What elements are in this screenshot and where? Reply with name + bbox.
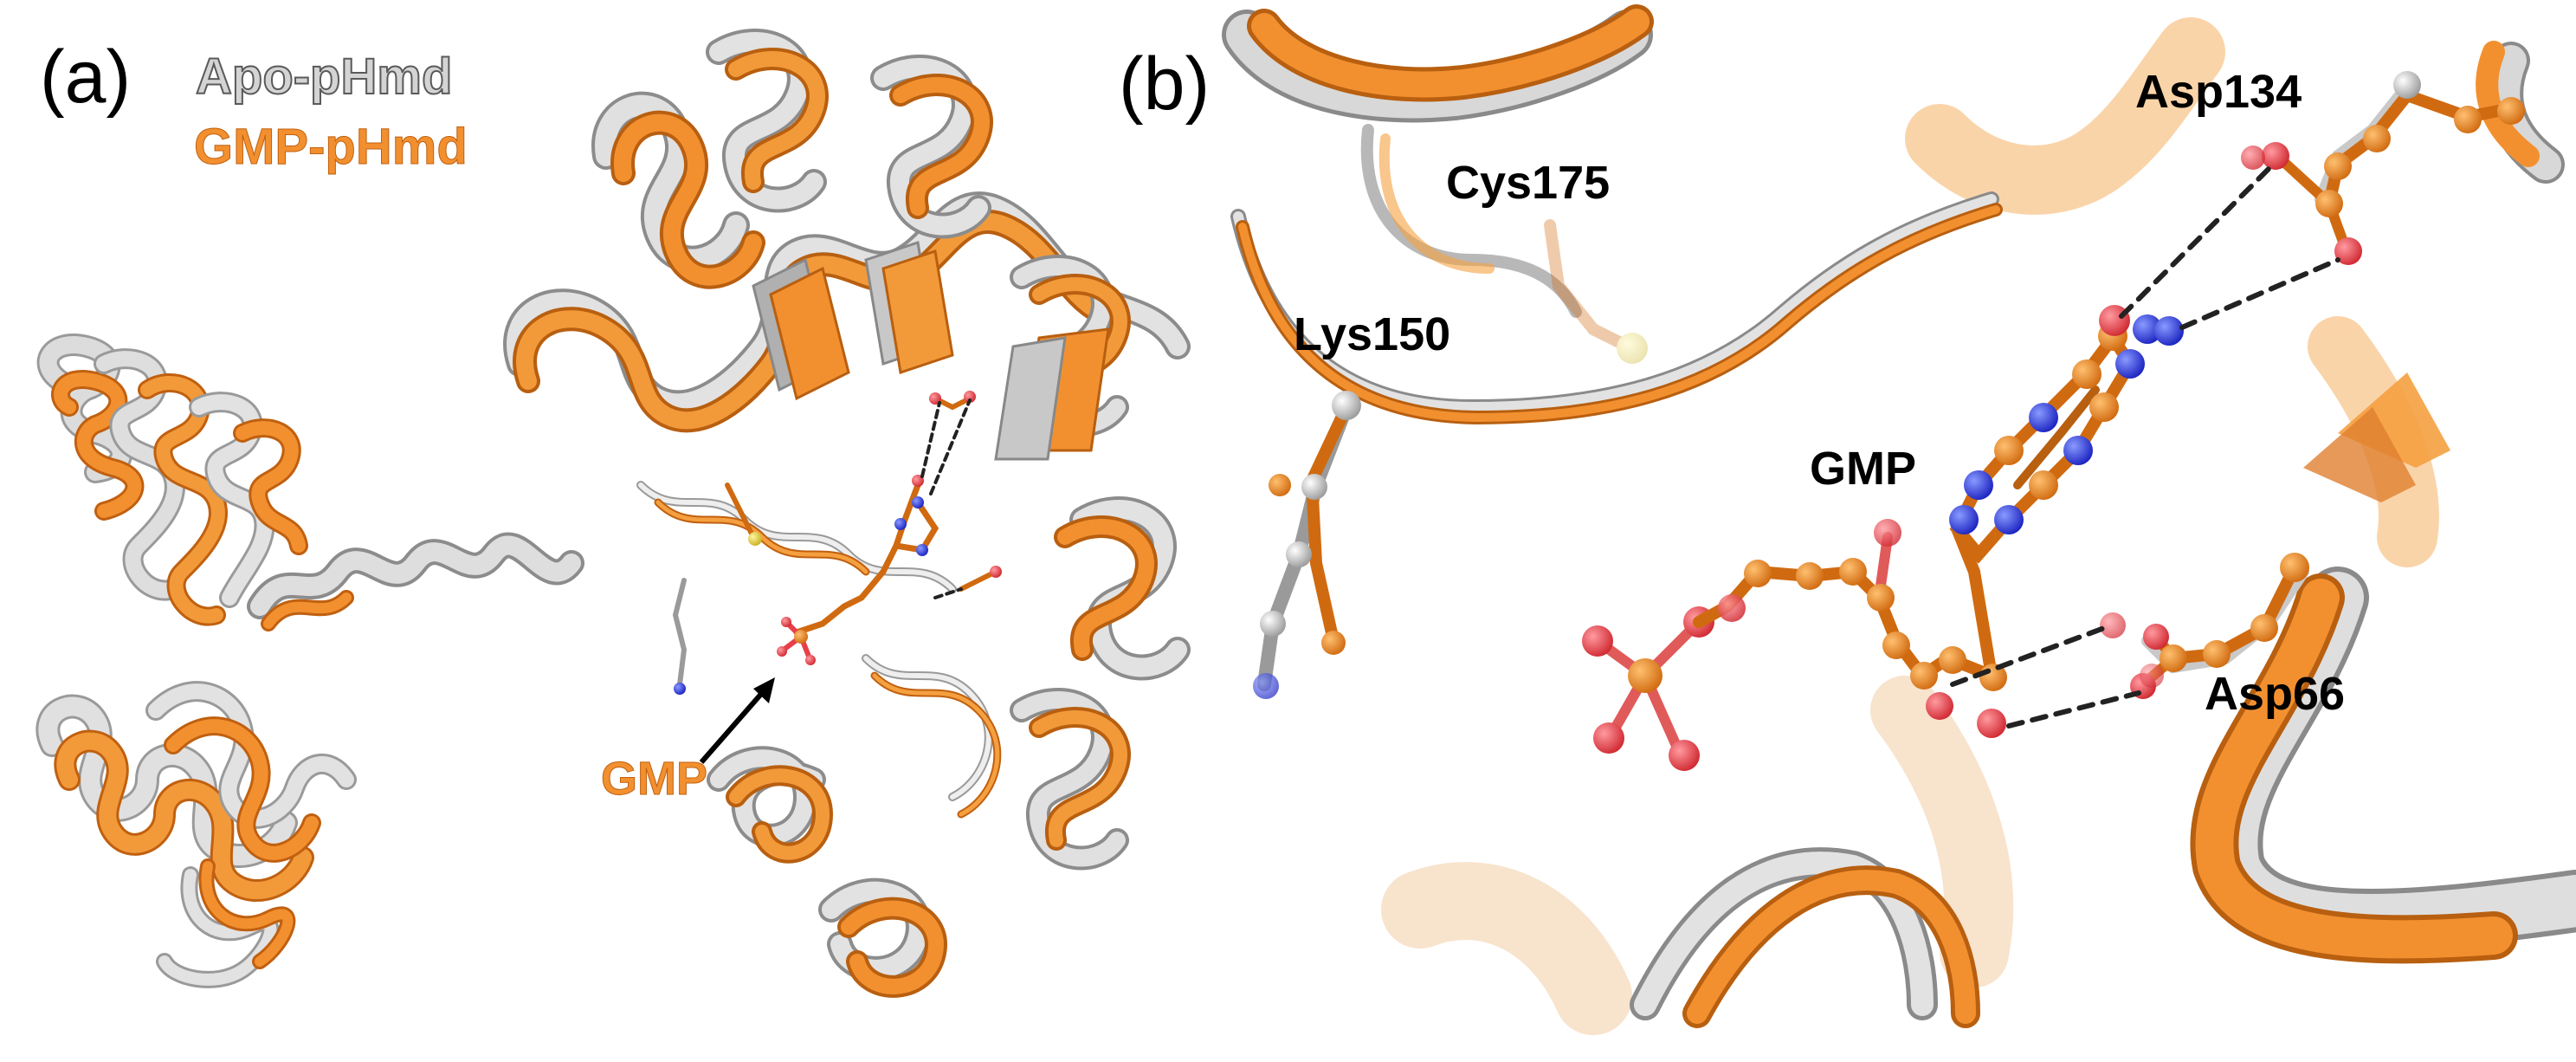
legend-apo-phmd: Apo-pHmd: [195, 48, 453, 106]
asp134-sidechain: [2241, 71, 2525, 265]
helix-bundle-upper: [36, 333, 584, 631]
asp66-sidechain: [2100, 553, 2309, 699]
gmp-arrow: [699, 677, 775, 764]
residue-label-lys150: Lys150: [1294, 308, 1451, 360]
panel-b-structure: [1222, 4, 2576, 1035]
residue-label-cys175: Cys175: [1446, 157, 1611, 209]
lys150-sidechain: [1253, 391, 1361, 699]
residue-label-asp134: Asp134: [2135, 66, 2302, 118]
panel-b-label: (b): [1119, 42, 1211, 126]
gmp-arrow-label: GMP: [600, 753, 708, 806]
panel-a-active-site: [672, 391, 1002, 695]
hydrogen-bonds: [1950, 166, 2340, 729]
panel-a-structure: [36, 29, 1191, 998]
legend-gmp-phmd: GMP-pHmd: [194, 119, 468, 176]
tim-barrel-domain: [503, 29, 1191, 998]
helix-bundle-lower: [36, 681, 357, 988]
ligand-label-gmp: GMP: [1810, 443, 1917, 495]
beta-strands: [752, 241, 1110, 461]
residue-label-asp66: Asp66: [2205, 668, 2346, 720]
gmp-ligand: [1582, 305, 2184, 771]
panel-a-label: (a): [40, 36, 132, 119]
